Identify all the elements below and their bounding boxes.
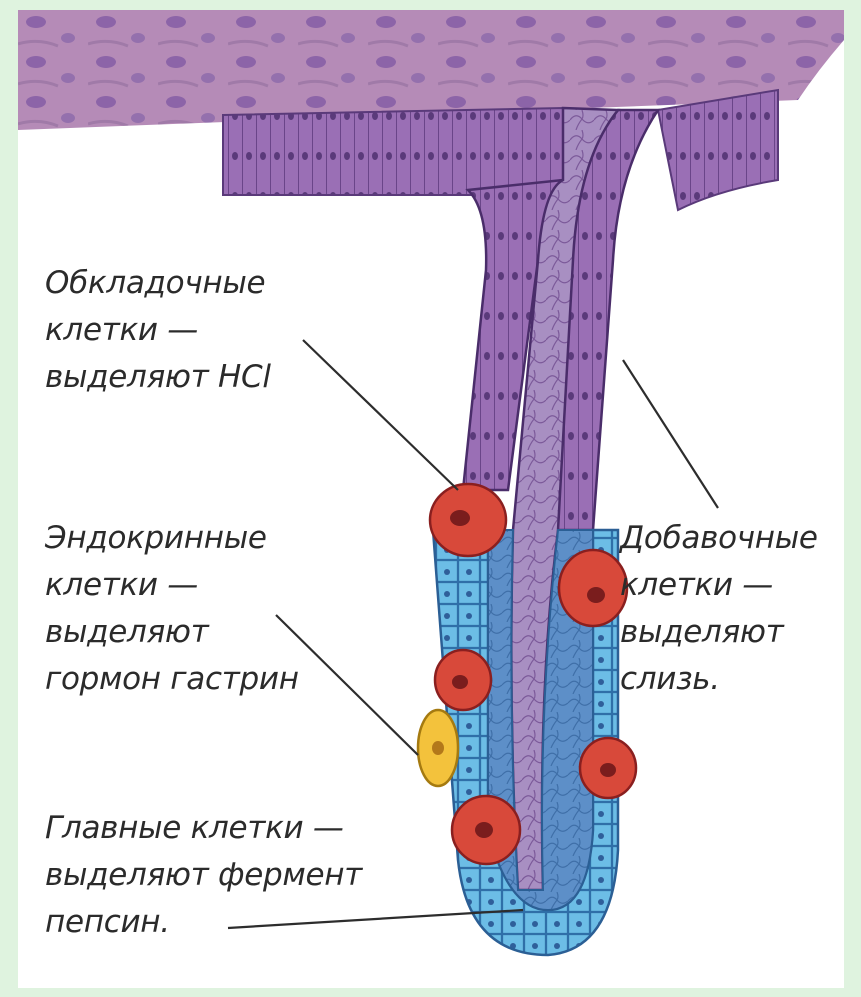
label-line: выделяют (620, 609, 818, 656)
label-parietal-cells: Обкладочные клетки — выделяют HCl (45, 260, 271, 401)
surface-epithelium (223, 108, 563, 195)
label-line: клетки — (45, 307, 271, 354)
parietal-cell (559, 550, 627, 626)
label-line: клетки — (620, 562, 818, 609)
parietal-cell (580, 738, 636, 798)
label-line: выделяют HCl (45, 354, 271, 401)
label-chief-cells: Главные клетки — выделяют фермент пепсин… (45, 805, 362, 946)
label-line: Эндокринные (45, 515, 299, 562)
label-line: Главные клетки — (45, 805, 362, 852)
label-line: пепсин. (45, 899, 362, 946)
parietal-cell (435, 650, 491, 710)
label-line: Добавочные (620, 515, 818, 562)
endocrine-cell (418, 710, 458, 786)
parietal-cell (452, 796, 520, 864)
label-line: гормон гастрин (45, 656, 299, 703)
label-line: слизь. (620, 656, 818, 703)
pointer-accessory (623, 360, 718, 508)
label-accessory-cells: Добавочные клетки — выделяют слизь. (620, 515, 818, 703)
pointer-parietal (303, 340, 458, 490)
gastric-gland-figure: Обкладочные клетки — выделяют HCl Эндокр… (18, 10, 844, 988)
label-line: выделяют фермент (45, 852, 362, 899)
label-line: клетки — (45, 562, 299, 609)
label-line: Обкладочные (45, 260, 271, 307)
label-line: выделяют (45, 609, 299, 656)
label-endocrine-cells: Эндокринные клетки — выделяют гормон гас… (45, 515, 299, 703)
surface-epithelium-right (658, 90, 778, 210)
parietal-cell (430, 484, 506, 556)
